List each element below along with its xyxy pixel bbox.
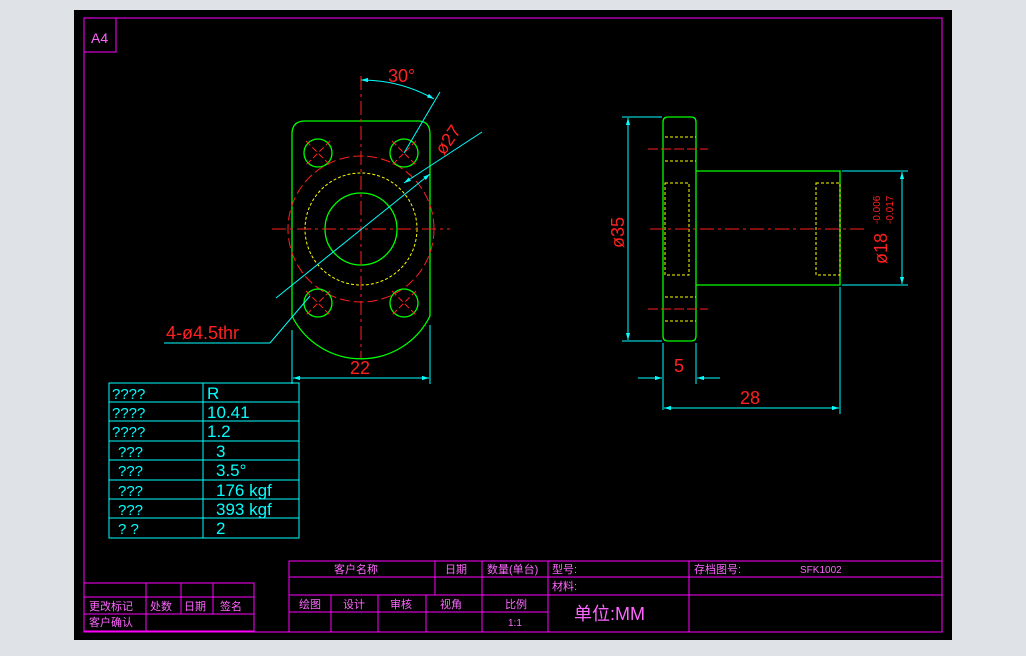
side-shaft bbox=[696, 170, 841, 286]
shaft-tol-lower: -0.017 bbox=[885, 195, 896, 224]
spec-label: ? ? bbox=[118, 521, 139, 538]
hole-top-right bbox=[389, 138, 419, 168]
scale-value: 1:1 bbox=[508, 618, 522, 629]
drawn-label: 绘图 bbox=[299, 597, 321, 611]
spec-value: 176 kgf bbox=[216, 481, 272, 500]
revision-count-label: 处数 bbox=[150, 600, 172, 613]
spec-value: 3 bbox=[216, 442, 225, 461]
customer-name-label: 客户名称 bbox=[334, 562, 378, 576]
revision-date-label: 日期 bbox=[184, 600, 206, 613]
shaft-tol-upper: -0.006 bbox=[872, 195, 883, 224]
spec-label: ???? bbox=[112, 424, 145, 441]
archive-no-label: 存档图号: bbox=[694, 562, 741, 576]
sheet-size-box bbox=[83, 17, 117, 53]
shaft-dia-dim: ø18 bbox=[871, 233, 891, 264]
side-flange bbox=[662, 116, 697, 342]
material-label: 材料: bbox=[552, 579, 577, 593]
hole-top-left bbox=[303, 138, 333, 168]
flange-dia-dim: ø35 bbox=[608, 217, 628, 248]
spec-value: 1.2 bbox=[207, 422, 231, 441]
holes-dim: 4-ø4.5thr bbox=[166, 323, 239, 343]
spec-table: ???? R ???? 10.41 ???? 1.2 ??? 3 ??? 3.5… bbox=[108, 382, 300, 539]
holes-callout bbox=[164, 295, 311, 344]
spec-label: ??? bbox=[118, 502, 143, 519]
angle-arc bbox=[360, 77, 435, 100]
drawing-canvas bbox=[74, 10, 952, 640]
flange-outline bbox=[291, 120, 431, 360]
spec-label: ??? bbox=[118, 444, 143, 461]
spec-value: 10.41 bbox=[207, 403, 250, 422]
view-label: 视角 bbox=[440, 597, 462, 611]
revision-sign-label: 签名 bbox=[220, 599, 242, 613]
spec-value: 393 kgf bbox=[216, 500, 272, 519]
model-label: 型号: bbox=[552, 562, 577, 576]
angle-dim: 30° bbox=[388, 66, 415, 86]
unit-label: 单位:MM bbox=[574, 604, 645, 624]
sheet-size-label: A4 bbox=[91, 30, 108, 46]
archive-no-value: SFK1002 bbox=[800, 565, 842, 576]
pcd-leader bbox=[403, 131, 483, 184]
scale-label: 比例 bbox=[505, 597, 527, 611]
spec-value: 2 bbox=[216, 519, 225, 538]
holes-leader bbox=[275, 173, 431, 299]
spec-label: ??? bbox=[118, 483, 143, 500]
length-dim: 28 bbox=[740, 388, 760, 408]
spec-label: ??? bbox=[118, 463, 143, 480]
review-label: 审核 bbox=[390, 597, 412, 611]
spec-label: ???? bbox=[112, 386, 145, 403]
revision-mark-label: 更改标记 bbox=[89, 599, 133, 613]
side-view: ø35 ø18 -0.006 -0.017 5 28 bbox=[608, 116, 908, 414]
customer-confirm-label: 客户确认 bbox=[89, 615, 133, 629]
spec-value: R bbox=[207, 384, 219, 403]
revision-block: 更改标记 处数 日期 签名 客户确认 bbox=[83, 582, 255, 632]
flange-thk-dim: 5 bbox=[674, 356, 684, 376]
width-dim: 22 bbox=[350, 358, 370, 378]
date-label: 日期 bbox=[445, 563, 467, 576]
title-block: 客户名称 日期 数量(单台) 型号: 存档图号: SFK1002 材料: 绘图 … bbox=[288, 560, 943, 633]
hole-bottom-right bbox=[389, 288, 419, 318]
spec-label: ???? bbox=[112, 405, 145, 422]
spec-value: 3.5° bbox=[216, 461, 246, 480]
hidden-bore-right bbox=[815, 182, 841, 276]
quantity-label: 数量(单台) bbox=[487, 562, 538, 576]
design-label: 设计 bbox=[343, 598, 365, 611]
